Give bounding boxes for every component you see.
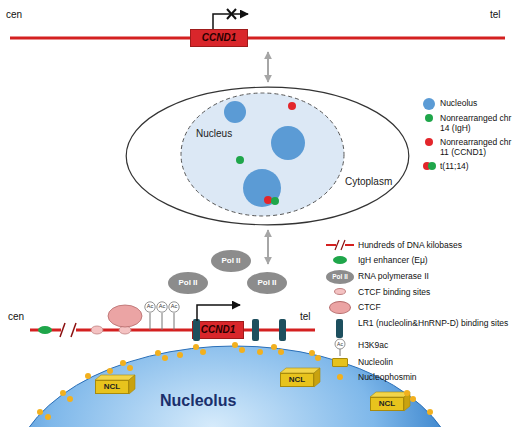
legend-sample xyxy=(423,162,431,170)
chromosome-line xyxy=(30,329,61,332)
gene-box: CCND1 xyxy=(192,321,244,339)
node-text: Cytoplasm xyxy=(345,177,392,187)
polymerase-oval-outline xyxy=(168,272,208,294)
legend-text: IgH enhancer (Eμ) xyxy=(358,255,518,265)
legend-text: RNA polymerase II xyxy=(358,271,518,281)
legend-sample xyxy=(335,339,345,349)
legend-sample xyxy=(341,240,345,250)
legend-text: CTCF binding sites xyxy=(358,287,518,297)
lr1-site xyxy=(252,319,259,341)
legend-text: Nucleophosmin xyxy=(358,372,518,382)
ctcf-site xyxy=(91,326,103,334)
legend-swatch xyxy=(329,301,351,314)
legend-sample xyxy=(335,240,339,250)
gene-box: CCND1 xyxy=(190,29,248,47)
legend-text: t(11;14) xyxy=(440,161,520,171)
zoom-arrow xyxy=(267,230,269,264)
legend-swatch xyxy=(333,256,347,264)
plain-label: cen xyxy=(6,10,22,20)
plain-label: cen xyxy=(8,312,24,322)
polymerase-oval: Pol II xyxy=(211,250,251,272)
acetyl-mark: Ac xyxy=(156,301,168,313)
legend-swatch xyxy=(425,114,433,122)
ctcf-protein xyxy=(108,305,142,327)
lr1-site xyxy=(279,319,286,341)
nucleus-outline-outline xyxy=(181,93,344,216)
acetyl-stem xyxy=(162,313,163,330)
polymerase-oval: Pol II xyxy=(168,272,208,294)
enhancer-mark xyxy=(38,326,52,334)
node-text: NCL xyxy=(379,400,395,408)
acetyl-mark: Ac xyxy=(168,301,180,313)
polymerase-oval: Pol II xyxy=(247,272,287,294)
legend-swatch xyxy=(332,358,348,367)
chromosome-line xyxy=(76,329,192,332)
chromosome-line xyxy=(244,329,315,332)
acetyl-mark-outline xyxy=(145,302,155,312)
acetyl-mark: Ac xyxy=(144,301,156,313)
node-text: NCL xyxy=(289,376,305,384)
node-text: CCND1 xyxy=(201,325,235,335)
legend-swatch xyxy=(423,98,435,110)
acetyl-mark-outline xyxy=(169,302,179,312)
node-text: NCL xyxy=(104,383,120,391)
nucleus-outline: Nucleus xyxy=(180,92,345,217)
legend-swatch xyxy=(336,319,343,338)
plain-label: tel xyxy=(490,10,501,20)
transcription-arrow xyxy=(213,14,248,29)
legend-text: Nucleolin xyxy=(358,357,518,367)
node-text: Ac xyxy=(159,304,165,310)
acetyl-stem xyxy=(150,313,151,330)
node-text: Pol II xyxy=(257,279,276,287)
legend-sample xyxy=(326,244,336,246)
nucleus-outline-shape xyxy=(180,92,345,217)
blocked-mark xyxy=(227,9,236,19)
legend-sample xyxy=(326,270,354,284)
cell-outline: Cytoplasm Nucleus xyxy=(125,86,410,226)
polymerase-oval-outline xyxy=(211,250,251,272)
break-mark xyxy=(60,323,65,337)
ctcf-site xyxy=(119,326,131,334)
chromosome-line xyxy=(248,37,505,40)
transcription-arrow xyxy=(197,305,240,321)
plain-label: Ac xyxy=(334,340,346,348)
acetyl-mark-outline xyxy=(157,302,167,312)
break-mark xyxy=(71,323,76,337)
legend-text: H3K9ac xyxy=(358,340,518,350)
legend-text: Nucleolus xyxy=(440,98,520,108)
node-text: Pol II xyxy=(221,257,240,265)
polymerase-oval-outline xyxy=(247,272,287,294)
node-text: CCND1 xyxy=(202,33,236,43)
plain-label: tel xyxy=(300,312,311,322)
cell-outline-outline xyxy=(126,87,409,225)
legend-swatch xyxy=(425,138,433,146)
legend-sample xyxy=(428,162,436,170)
legend-swatch xyxy=(337,374,343,380)
node-text: Nucleus xyxy=(196,129,232,139)
blocked-mark xyxy=(227,9,236,19)
node-text: Pol II xyxy=(178,279,197,287)
zoom-arrow xyxy=(267,52,269,82)
node-text: Ac xyxy=(171,304,177,310)
nucleolin-box: NCL xyxy=(370,397,404,411)
legend-text: CTCF xyxy=(358,302,518,312)
legend-text: Hundreds of DNA kilobases xyxy=(358,240,518,250)
plain-label: Pol II xyxy=(326,272,354,282)
nucleolin-box: NCL xyxy=(95,380,129,394)
legend-sample xyxy=(340,349,341,356)
legend-text: Nonrearranged chr 14 (IgH) xyxy=(440,113,520,133)
legend-swatch xyxy=(334,288,346,295)
chromosome-line xyxy=(10,37,190,40)
legend-text: LR1 (nucleolin&HnRNP-D) binding sites xyxy=(358,318,518,328)
legend-sample xyxy=(345,244,354,246)
legend-text: Nonrearranged chr 11 (CCND1) xyxy=(440,137,520,157)
node-text: Ac xyxy=(147,304,153,310)
acetyl-stem xyxy=(174,313,175,330)
nucleolin-box: NCL xyxy=(280,373,314,387)
node-text: Nucleolus xyxy=(160,393,236,409)
